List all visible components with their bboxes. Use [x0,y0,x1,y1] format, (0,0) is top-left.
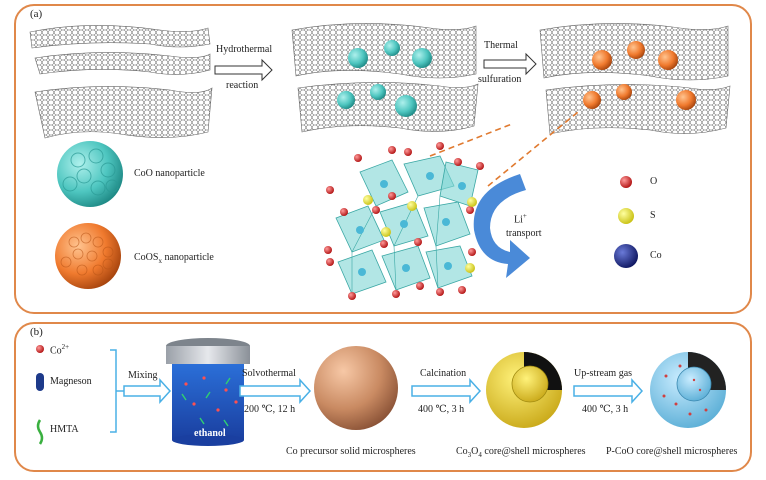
oxygen-legend-icon [620,176,632,188]
reaction-label: reaction [226,80,259,91]
product-precursor-label: Co precursor solid microspheres [286,446,416,457]
thermal-label: Thermal [484,40,518,51]
oxygen-atoms [324,142,484,300]
ethanol-label: ethanol [194,428,226,439]
atom-legend [614,176,638,268]
coos-nanoparticle-label: CoOSx nanoparticle [134,252,214,265]
graphene-sheets-middle [291,23,479,133]
hydrothermal-label: Hydrothermal [216,44,273,55]
calcination-conditions: 400 ℃, 3 h [418,404,465,415]
panel-b-label: (b) [30,326,43,338]
reaction-beaker [166,338,250,446]
oxygen-legend-label: O [650,176,658,187]
panel-b [14,322,752,472]
solvothermal-label: Solvothermal [242,368,296,379]
sulfur-legend-icon [618,208,634,224]
co-ion-icon [36,345,44,353]
cobalt-legend-label: Co [650,250,662,261]
sulfur-atoms [363,195,477,273]
hmta-icon [36,419,44,445]
magneson-label: Magneson [50,376,92,387]
crystal-structure [324,142,484,300]
panel-a-label: (a) [30,8,43,20]
upstream-conditions: 400 ℃, 3 h [582,404,629,415]
p-coo-core-shell-sphere [650,352,726,428]
zoom-connector-lines [429,111,579,187]
coos-nanoparticle-icon [55,223,121,289]
graphene-sheets-left [29,25,213,139]
sulfuration-label: sulfuration [478,74,522,85]
upstream-gas-arrow [573,378,644,404]
hmta-label: HMTA [50,424,79,435]
product-pcoo-label: P-CoO core@shell microspheres [606,446,738,457]
coos-particles-on-sheets [583,41,696,110]
cobalt-centers [356,172,466,276]
panel-a [14,4,752,314]
reagent-icons [36,345,44,445]
calcination-label: Calcination [420,368,467,379]
sulfur-legend-label: S [650,210,656,221]
magneson-icon [36,373,44,391]
transport-label: transport [506,228,542,239]
sulfuration-arrow [483,52,537,76]
hydrothermal-arrow [214,58,273,82]
cobalt-legend-icon [614,244,638,268]
li-ion-label: Li+ [514,212,527,226]
solvothermal-arrow [239,378,312,404]
coo-nanoparticle-label: CoO nanoparticle [134,168,205,179]
li-transport-arrow [473,174,530,278]
product-co3o4-label: Co3O4 core@shell microspheres [456,446,586,459]
co3o4-core-shell-sphere [486,352,562,428]
precursor-sphere [314,346,398,430]
calcination-arrow [411,378,482,404]
graphene-sheets-right [539,23,731,135]
mixing-arrow [123,378,172,404]
solvothermal-conditions: 200 ℃, 12 h [244,404,296,415]
coo-particles-on-sheets [337,40,432,117]
co-ion-label: Co2+ [50,343,70,357]
mixing-label: Mixing [128,370,158,381]
reagent-bracket [110,349,124,433]
upstream-gas-label: Up-stream gas [574,368,633,379]
coo-nanoparticle-icon [57,141,123,207]
